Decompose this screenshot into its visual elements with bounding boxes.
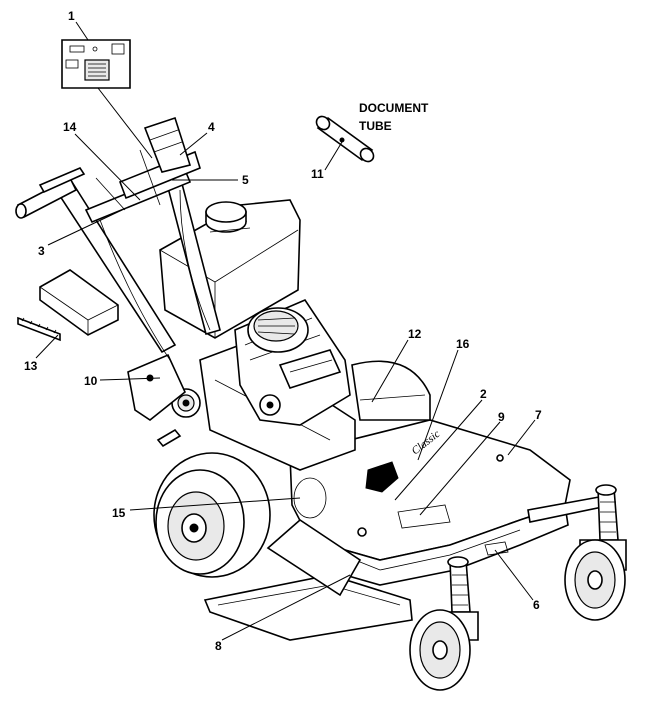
callout-8: 8 — [215, 639, 222, 653]
callout-10: 10 — [84, 374, 98, 388]
callout-5: 5 — [242, 173, 249, 187]
callout-labels: 1 2 3 4 5 6 7 8 9 10 11 12 13 14 15 16 — [24, 9, 542, 653]
engine — [234, 299, 351, 426]
left-caster — [409, 556, 479, 691]
callout-6: 6 — [533, 598, 540, 612]
drive-wheel — [153, 452, 327, 578]
front-platform — [203, 518, 413, 641]
document-tube-label-line2: TUBE — [359, 119, 392, 133]
callout-14: 14 — [63, 120, 77, 134]
handle-assembly — [15, 116, 221, 361]
shield-part-13 — [17, 269, 119, 342]
leader-lines — [35, 21, 536, 641]
document-tube-label: DOCUMENT TUBE — [359, 101, 429, 133]
callout-13: 13 — [24, 359, 38, 373]
document-tube-label-line1: DOCUMENT — [359, 101, 429, 115]
callout-11: 11 — [311, 167, 324, 181]
callout-3: 3 — [38, 244, 45, 258]
callout-1: 1 — [68, 9, 75, 23]
decal-part-1 — [61, 39, 131, 89]
callout-15: 15 — [112, 506, 126, 520]
right-caster — [527, 484, 627, 621]
callout-4: 4 — [208, 120, 215, 134]
callout-2: 2 — [480, 387, 487, 401]
mower-deck: Classic — [289, 360, 571, 586]
document-tube — [315, 115, 375, 163]
callout-7: 7 — [535, 408, 542, 422]
callout-16: 16 — [456, 337, 470, 351]
callout-9: 9 — [498, 410, 505, 424]
callout-12: 12 — [408, 327, 422, 341]
